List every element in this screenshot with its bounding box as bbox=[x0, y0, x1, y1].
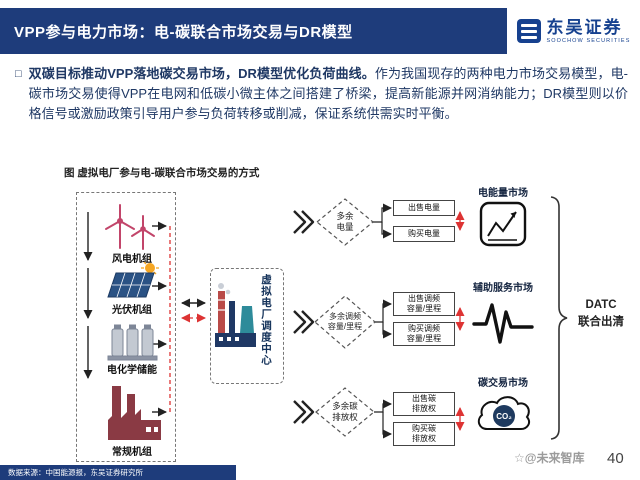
buy-power-box: 购买电量 bbox=[393, 226, 455, 242]
page-number: 40 bbox=[607, 450, 624, 467]
decision-diamonds bbox=[314, 198, 376, 437]
bullet-square-icon: □ bbox=[15, 68, 22, 80]
co2-label: CO₂ bbox=[496, 412, 512, 421]
vpp-dispatch-box bbox=[210, 268, 284, 384]
brace-icon bbox=[550, 196, 568, 440]
diamond-surplus-regulation: 多余调频 容量/里程 bbox=[327, 312, 363, 331]
vpp-plant-icon bbox=[215, 283, 256, 347]
brand-logo: 东吴证券 SOOCHOW SECURITIES bbox=[507, 8, 640, 54]
source-bar: 数据来源：中国能源报，东吴证券研究所 bbox=[0, 465, 236, 480]
diamond-surplus-carbon: 多余碳 排放权 bbox=[332, 401, 358, 422]
thermal-units-label: 常规机组 bbox=[112, 447, 152, 458]
watermark: ☆@未来智库 bbox=[514, 451, 585, 465]
header-bar: VPP参与电力市场：电-碳联合市场交易与DR模型 bbox=[0, 8, 507, 54]
line-chart-icon bbox=[479, 201, 527, 247]
thermal-plant-icon bbox=[108, 386, 161, 440]
buy-regulation-box: 购买调频 容量/里程 bbox=[393, 322, 455, 346]
summary-text: 双碳目标推动VPP落地碳交易市场，DR模型优化负荷曲线。作为我国现存的两种电力市… bbox=[29, 64, 628, 124]
decision-connectors bbox=[373, 203, 392, 439]
solar-panel-icon bbox=[107, 257, 159, 298]
summary-lead: 双碳目标推动VPP落地碳交易市场，DR模型优化负荷曲线。 bbox=[28, 66, 375, 81]
summary-paragraph: □ 双碳目标推动VPP落地碳交易市场，DR模型优化负荷曲线。作为我国现存的两种电… bbox=[15, 64, 628, 124]
logo-cn: 东吴证券 bbox=[546, 17, 623, 37]
logo-en: SOOCHOW SECURITIES bbox=[546, 37, 631, 44]
wind-turbine-icon bbox=[105, 204, 155, 250]
solar-units-label: 光伏机组 bbox=[112, 305, 152, 316]
sell-power-box: 出售电量 bbox=[393, 200, 455, 216]
market-label-electricity: 电能量市场 bbox=[478, 188, 528, 199]
storage-label: 电化学储能 bbox=[107, 365, 157, 376]
market-label-ancillary: 辅助服务市场 bbox=[473, 283, 533, 294]
wind-units-label: 风电机组 bbox=[112, 254, 152, 265]
buy-carbon-box: 购买碳 排放权 bbox=[393, 422, 455, 446]
source-flow-arrows bbox=[83, 212, 167, 417]
waveform-icon bbox=[472, 303, 534, 344]
flow-chevrons bbox=[293, 210, 315, 424]
soochow-logo-icon bbox=[516, 19, 541, 43]
battery-storage-icon bbox=[107, 324, 158, 361]
generation-sources-box bbox=[76, 192, 176, 462]
market-label-carbon: 碳交易市场 bbox=[478, 378, 528, 389]
summary-rest: 作为我国现存的两种电力市场交易模型，电-碳市场交易使得VPP在电网和低碳小微主体… bbox=[28, 66, 628, 121]
diamond-surplus-power: 多余 电量 bbox=[336, 211, 354, 232]
sell-carbon-box: 出售碳 排放权 bbox=[393, 392, 455, 416]
vpp-dispatch-label: 虚拟电厂调度中心 bbox=[260, 274, 272, 366]
logo-text: 东吴证券 SOOCHOW SECURITIES bbox=[547, 19, 631, 44]
page-title: VPP参与电力市场：电-碳联合市场交易与DR模型 bbox=[14, 23, 353, 41]
joint-clearing-label: DATC 联合出清 bbox=[578, 299, 624, 329]
sell-regulation-box: 出售调频 容量/里程 bbox=[393, 292, 455, 316]
co2-cloud-icon: CO₂ bbox=[477, 396, 531, 430]
red-dashed-collector bbox=[169, 226, 206, 412]
figure-caption: 图 虚拟电厂参与电-碳联合市场交易的方式 bbox=[64, 167, 260, 179]
